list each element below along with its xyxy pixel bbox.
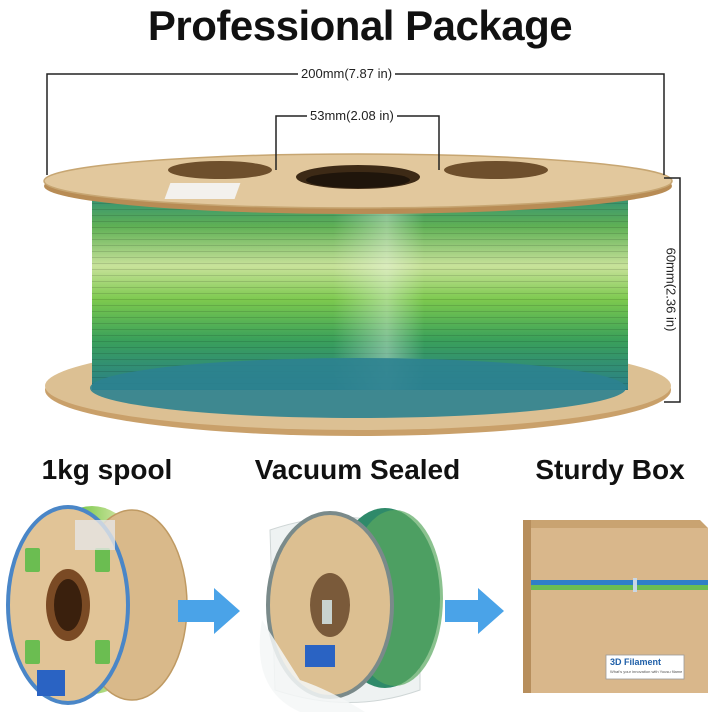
caption-vacuum: Vacuum Sealed: [254, 454, 461, 485]
flange-hole: [444, 161, 548, 179]
arrow-icon: [178, 588, 240, 634]
arrow-icon: [445, 588, 504, 634]
sturdy-box-image: [523, 520, 708, 693]
caption-spool: 1kg spool: [41, 454, 173, 485]
vacuum-sealed-image: [259, 508, 443, 712]
page-title: Professional Package: [147, 2, 573, 49]
caption-box: Sturdy Box: [535, 454, 685, 485]
width-dimension-line: [664, 177, 681, 403]
small-spool-image: [6, 505, 188, 705]
width-label: 60mm(2.36 in): [663, 244, 679, 335]
box-label-title: 3D Filament: [610, 657, 662, 667]
flange-hole: [168, 161, 272, 179]
hub-label: 53mm(2.08 in): [307, 108, 397, 123]
box-label-tagline: What's your innovation with Yousu filame…: [610, 669, 682, 674]
diameter-label: 200mm(7.87 in): [298, 66, 396, 81]
